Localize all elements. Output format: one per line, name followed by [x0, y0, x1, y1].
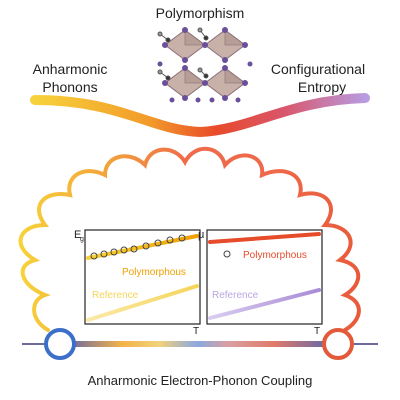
label-phonons: Phonons	[42, 79, 97, 95]
bandgap-data-points	[90, 234, 186, 260]
label-entropy: Entropy	[298, 79, 346, 95]
panel-mobility-xlabel: T	[314, 326, 320, 337]
mobility-polymorphous-label: Polymorphous	[243, 250, 307, 261]
panel-mobility-ylabel: μ	[198, 229, 204, 241]
label-anharmonic: Anharmonic	[33, 61, 108, 77]
bandgap-polymorphous-label: Polymorphous	[122, 267, 186, 278]
electron-circle-right	[322, 328, 354, 360]
mobility-polymorphous-line	[208, 232, 321, 244]
panel-bandgap: E g T Polymorphous Reference	[74, 229, 201, 337]
panel-mobility: μ T Polymorphous Reference	[198, 229, 323, 337]
top-arc-band	[30, 93, 370, 138]
panel-mobility-frame	[206, 229, 323, 325]
crystal-structure-illustration	[157, 27, 253, 103]
panel-bandgap-ylabel-sub: g	[80, 236, 84, 243]
mobility-reference-line	[208, 288, 321, 320]
bandgap-reference-line	[86, 284, 199, 322]
mobility-reference-label: Reference	[212, 290, 259, 301]
phonon-wave-arch	[18, 146, 361, 332]
panel-bandgap-xlabel: T	[193, 326, 199, 337]
baseline-bar	[70, 341, 325, 347]
mobility-data-point	[223, 250, 231, 258]
bandgap-polymorphous-line	[86, 234, 199, 260]
label-bottom-title: Anharmonic Electron-Phonon Coupling	[88, 373, 313, 388]
label-polymorphism: Polymorphism	[156, 5, 245, 21]
label-configurational: Configurational	[271, 61, 365, 77]
bandgap-reference-label: Reference	[92, 290, 139, 301]
panel-bandgap-ylabel: E	[74, 229, 81, 241]
electron-circle-left	[44, 328, 76, 360]
